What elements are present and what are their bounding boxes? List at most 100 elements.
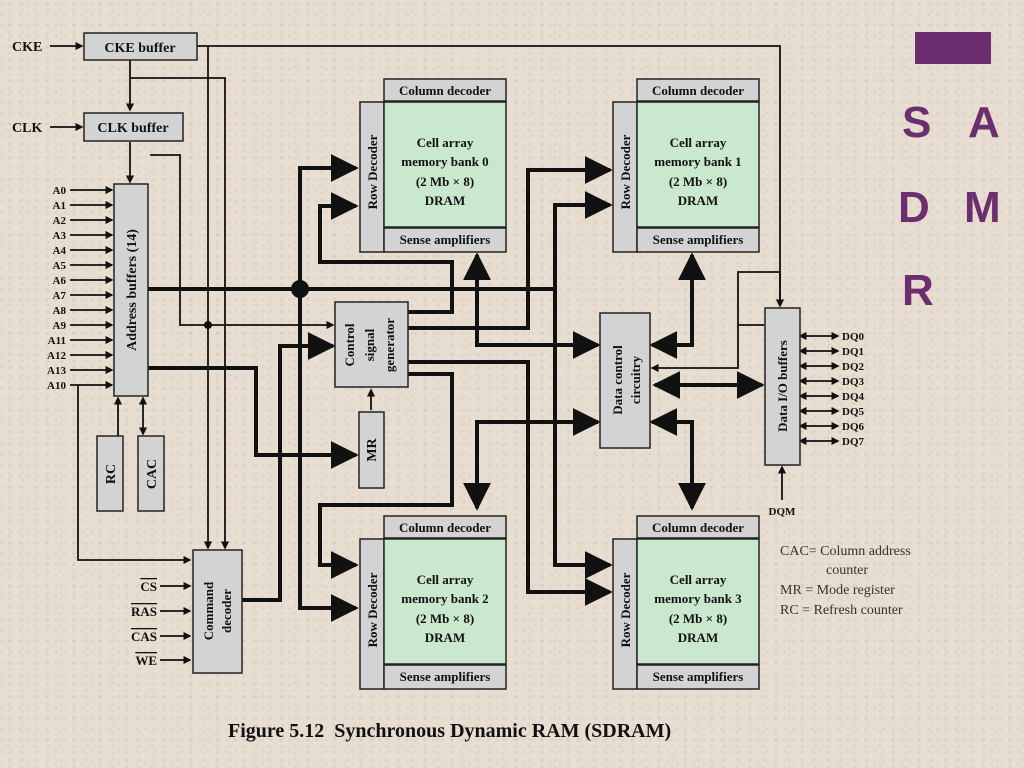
svg-text:A5: A5 <box>53 260 67 272</box>
svg-text:A13: A13 <box>47 365 66 377</box>
svg-text:Row Decoder: Row Decoder <box>618 572 633 647</box>
svg-text:Command: Command <box>201 581 216 640</box>
svg-text:A1: A1 <box>53 200 66 212</box>
svg-text:A4: A4 <box>53 245 67 257</box>
svg-text:generator: generator <box>382 318 397 372</box>
memory-bank-2: Column decoder Row Decoder Cell array me… <box>359 515 507 690</box>
title-letter: S <box>902 98 931 147</box>
svg-text:CKE buffer: CKE buffer <box>104 41 175 56</box>
title-letter: R <box>902 266 934 315</box>
address-labels: A0 A1 A2 A3 A4 A5 A6 A7 A8 A9 A11 A12 A1… <box>47 185 66 392</box>
svg-text:A8: A8 <box>53 305 67 317</box>
svg-text:A12: A12 <box>47 350 66 362</box>
rc-block: RC <box>96 435 124 512</box>
svg-text:RC = Refresh counter: RC = Refresh counter <box>780 603 903 618</box>
control-wiring <box>50 41 840 665</box>
dqm-label: DQM <box>769 506 797 518</box>
svg-text:Data control: Data control <box>610 345 625 415</box>
svg-text:Column decoder: Column decoder <box>652 83 744 98</box>
svg-text:RC: RC <box>104 464 119 484</box>
figure-caption: Figure 5.12 Synchronous Dynamic RAM (SDR… <box>228 720 671 742</box>
svg-text:Sense amplifiers: Sense amplifiers <box>400 232 491 247</box>
svg-text:memory bank 2: memory bank 2 <box>401 591 488 606</box>
dq-arrows <box>798 331 840 446</box>
clk-buffer: CLK buffer <box>83 112 184 142</box>
svg-text:DRAM: DRAM <box>678 193 718 208</box>
svg-text:CAC: CAC <box>145 459 160 489</box>
svg-text:DQ1: DQ1 <box>842 346 864 358</box>
svg-text:A0: A0 <box>53 185 67 197</box>
svg-text:Sense amplifiers: Sense amplifiers <box>653 232 744 247</box>
address-buffers: Address buffers (14) <box>113 183 149 397</box>
svg-text:Cell array: Cell array <box>670 572 727 587</box>
svg-text:A6: A6 <box>53 275 67 287</box>
svg-text:A3: A3 <box>53 230 67 242</box>
svg-text:counter: counter <box>826 563 868 578</box>
svg-text:(2 Mb × 8): (2 Mb × 8) <box>416 611 474 626</box>
svg-text:DRAM: DRAM <box>678 630 718 645</box>
svg-text:Column decoder: Column decoder <box>652 520 744 535</box>
svg-text:Row Decoder: Row Decoder <box>365 134 380 209</box>
legend: CAC= Column address counter MR = Mode re… <box>780 544 911 618</box>
memory-bank-3: Column decoder Row Decoder Cell array me… <box>612 515 760 690</box>
svg-text:Sense amplifiers: Sense amplifiers <box>653 669 744 684</box>
title-letter: M <box>964 183 1001 232</box>
svg-text:Cell array: Cell array <box>417 135 474 150</box>
memory-bank-0: Column decoder Row Decoder Cell array me… <box>359 78 507 253</box>
svg-text:A9: A9 <box>53 320 67 332</box>
svg-text:Address buffers (14): Address buffers (14) <box>125 229 140 351</box>
title-letter: A <box>968 98 1000 147</box>
svg-text:DQ2: DQ2 <box>842 361 865 373</box>
dq-labels: DQ0 DQ1 DQ2 DQ3 DQ4 DQ5 DQ6 DQ7 <box>842 331 865 448</box>
cke-buffer: CKE buffer <box>83 32 198 61</box>
control-signal-generator: Control signal generator <box>334 301 409 388</box>
svg-text:DQ6: DQ6 <box>842 421 865 433</box>
svg-text:(2 Mb × 8): (2 Mb × 8) <box>669 611 727 626</box>
svg-text:DQ7: DQ7 <box>842 436 865 448</box>
data-control-circuitry: Data control circuitry <box>599 312 651 449</box>
svg-text:DQ3: DQ3 <box>842 376 865 388</box>
svg-text:DQ5: DQ5 <box>842 406 865 418</box>
svg-text:Cell array: Cell array <box>670 135 727 150</box>
svg-text:MR = Mode register: MR = Mode register <box>780 583 895 598</box>
svg-text:memory bank 1: memory bank 1 <box>654 154 741 169</box>
svg-text:Column decoder: Column decoder <box>399 83 491 98</box>
svg-text:MR: MR <box>365 437 380 461</box>
svg-text:(2 Mb × 8): (2 Mb × 8) <box>416 174 474 189</box>
svg-text:DRAM: DRAM <box>425 630 465 645</box>
command-decoder: Command decoder <box>192 549 243 674</box>
svg-text:A11: A11 <box>48 335 66 347</box>
data-io-buffers: Data I/O buffers <box>764 307 801 466</box>
svg-text:memory bank 3: memory bank 3 <box>654 591 742 606</box>
svg-text:Sense amplifiers: Sense amplifiers <box>400 669 491 684</box>
svg-text:signal: signal <box>362 328 377 361</box>
mode-register: MR <box>358 411 385 489</box>
svg-text:CLK buffer: CLK buffer <box>97 121 168 136</box>
accent-bar <box>915 32 991 64</box>
svg-text:memory bank 0: memory bank 0 <box>401 154 488 169</box>
cke-label: CKE <box>12 40 42 55</box>
data-buses <box>148 154 765 622</box>
svg-text:CS: CS <box>140 579 157 594</box>
svg-text:Control: Control <box>342 323 357 366</box>
svg-text:Row Decoder: Row Decoder <box>618 134 633 209</box>
svg-text:DRAM: DRAM <box>425 193 465 208</box>
command-labels: CS RAS CAS WE <box>131 579 157 668</box>
svg-text:decoder: decoder <box>219 589 234 633</box>
svg-text:RAS: RAS <box>131 604 157 619</box>
svg-text:Cell array: Cell array <box>417 572 474 587</box>
svg-text:circuitry: circuitry <box>628 355 643 404</box>
svg-text:WE: WE <box>135 653 157 668</box>
svg-text:Row Decoder: Row Decoder <box>365 572 380 647</box>
clk-label: CLK <box>12 121 42 136</box>
svg-text:A7: A7 <box>53 290 67 302</box>
memory-bank-1: Column decoder Row Decoder Cell array me… <box>612 78 760 253</box>
svg-text:CAC= Column address: CAC= Column address <box>780 544 911 559</box>
cac-block: CAC <box>137 435 165 512</box>
svg-text:DQ0: DQ0 <box>842 331 865 343</box>
svg-text:(2 Mb × 8): (2 Mb × 8) <box>669 174 727 189</box>
svg-text:Column decoder: Column decoder <box>399 520 491 535</box>
svg-text:CAS: CAS <box>131 629 157 644</box>
address-input-arrows <box>70 185 114 390</box>
